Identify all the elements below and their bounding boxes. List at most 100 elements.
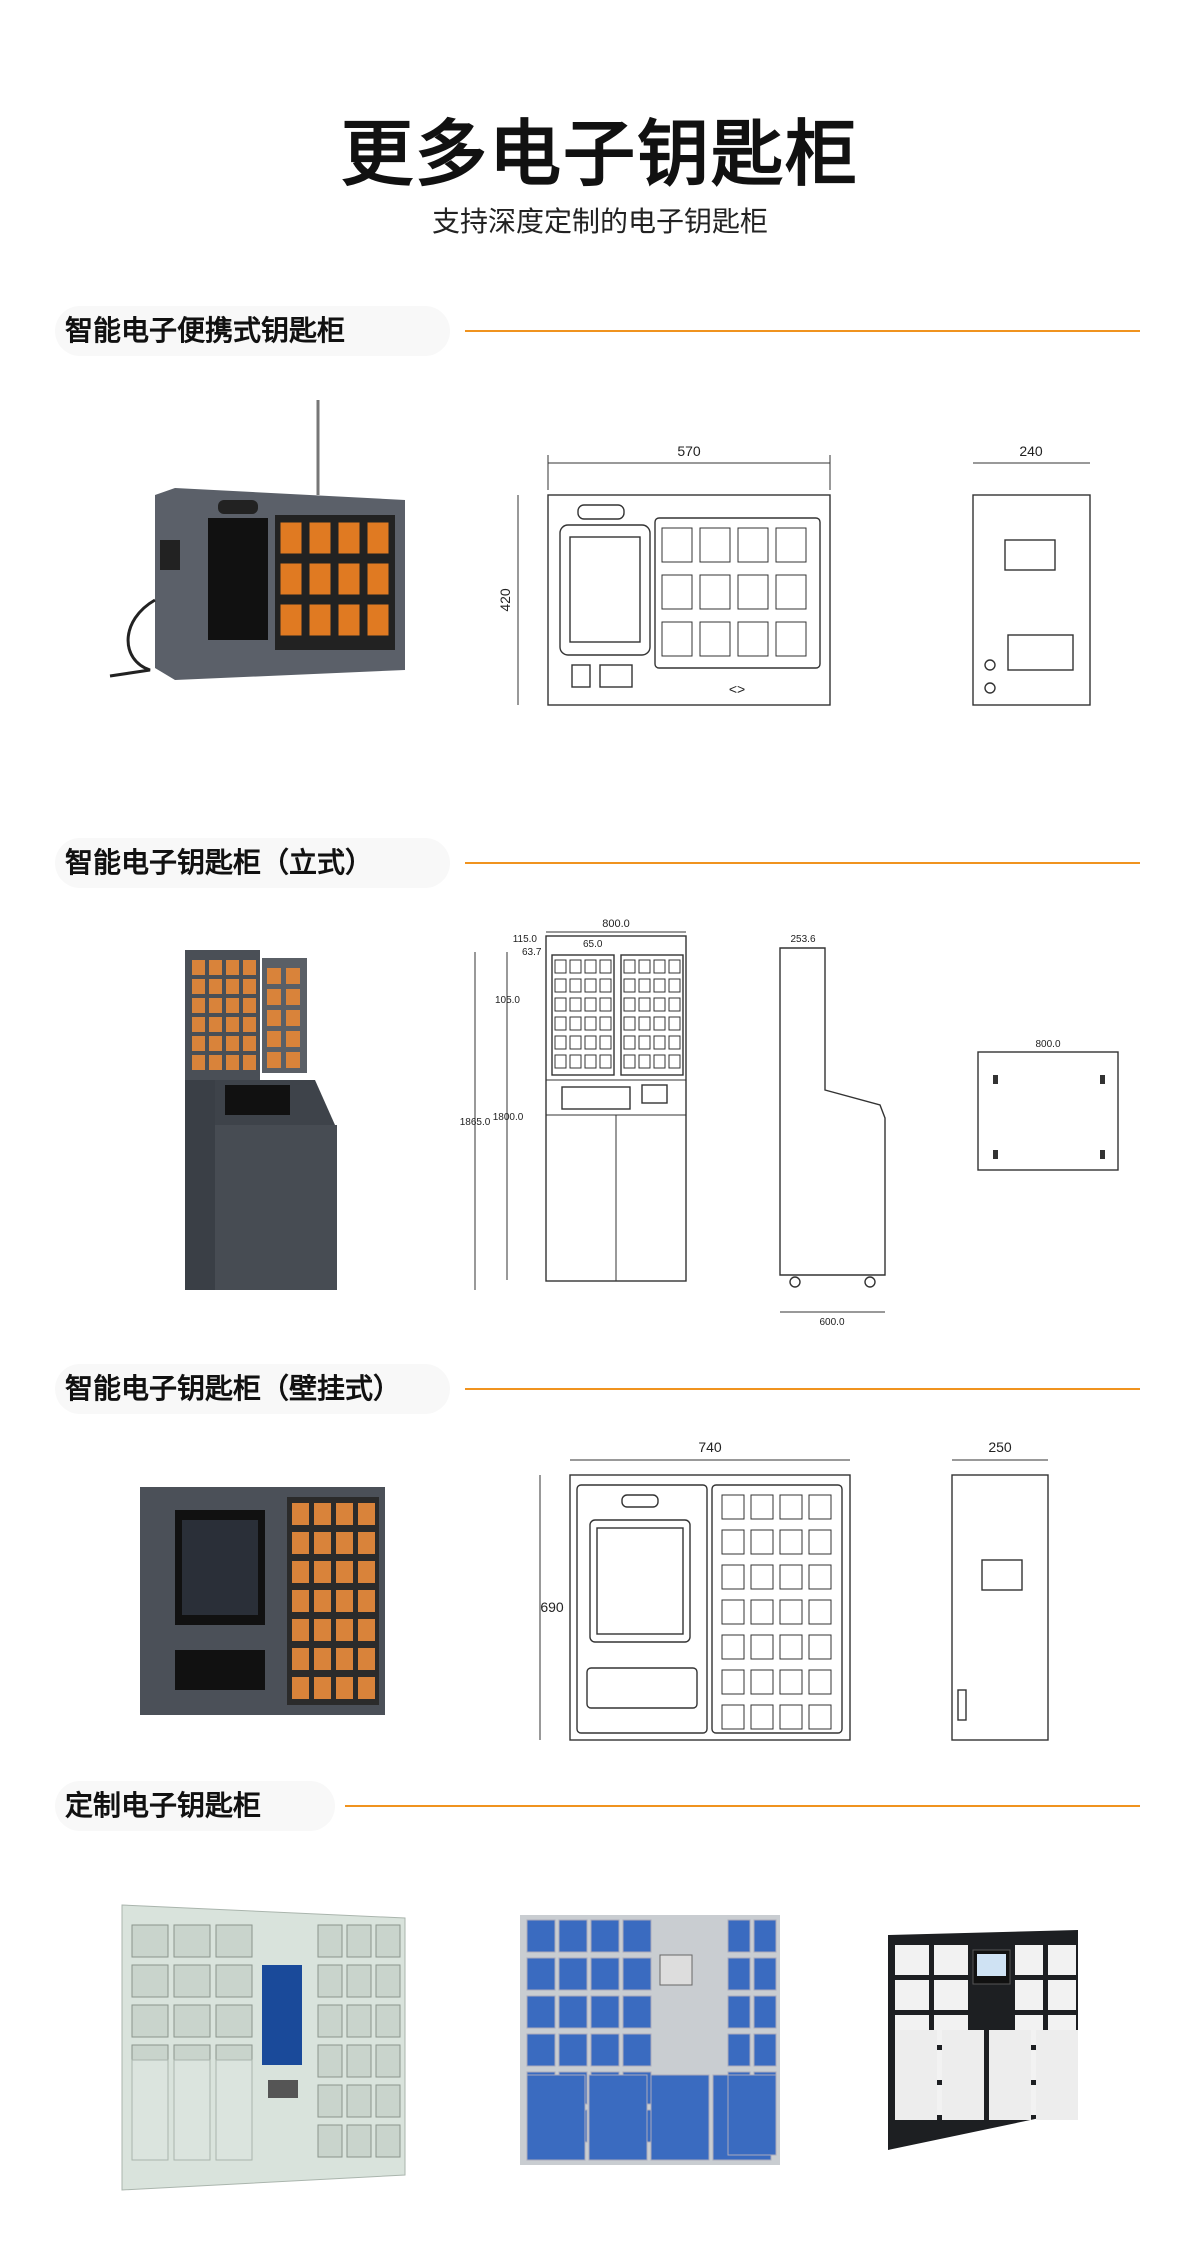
cell: [314, 1677, 331, 1699]
cell: [1015, 1945, 1043, 1975]
cell: [279, 562, 303, 596]
cell: [753, 1919, 777, 1953]
cell: [314, 1619, 331, 1641]
cell: [209, 1036, 222, 1051]
cell: [622, 1957, 652, 1991]
cell: [808, 1704, 832, 1730]
section-divider: [465, 1388, 1140, 1390]
cell: [336, 1503, 353, 1525]
cell: [569, 1035, 582, 1050]
cell: [526, 2033, 556, 2067]
custom-cabinet-photo-black: [888, 1930, 1078, 2150]
dim-slot-width: 115.0: [513, 934, 538, 945]
cell: [569, 978, 582, 993]
portable-front-drawing: 570 420 <>: [497, 443, 831, 706]
cell: [599, 1035, 612, 1050]
cell: [226, 979, 239, 994]
cell: [721, 1634, 745, 1660]
cell: [215, 1924, 253, 1958]
cell: [727, 1919, 751, 1953]
dim-height: 690: [540, 1599, 564, 1615]
cell: [775, 527, 807, 563]
cell: [599, 997, 612, 1012]
cell: [243, 979, 256, 994]
cell: [279, 521, 303, 555]
cell: [192, 1055, 205, 1070]
dim-top-width: 800.0: [1035, 1039, 1060, 1050]
cell: [808, 1564, 832, 1590]
cell: [375, 1924, 401, 1958]
cell: [314, 1561, 331, 1583]
cell: [623, 959, 636, 974]
cell: [209, 1055, 222, 1070]
cell: [279, 603, 303, 637]
cell: [779, 1564, 803, 1590]
cell: [721, 1704, 745, 1730]
cell: [131, 1924, 169, 1958]
cell: [192, 1017, 205, 1032]
cell: [584, 1054, 597, 1069]
dim-width: 800.0: [602, 918, 630, 930]
cell: [243, 960, 256, 975]
cell: [192, 1036, 205, 1051]
dim-slot-height: 63.7: [522, 947, 542, 958]
cell: [267, 968, 281, 984]
cell: [226, 960, 239, 975]
cell: [727, 2074, 777, 2156]
cell: [336, 1532, 353, 1554]
cell: [375, 2084, 401, 2118]
cell: [314, 1590, 331, 1612]
cell: [358, 1590, 375, 1612]
cell: [336, 1677, 353, 1699]
cell: [267, 989, 281, 1005]
dim-depth: 240: [1019, 443, 1043, 459]
cell: [375, 1964, 401, 1998]
cell: [336, 1619, 353, 1641]
cell: [526, 1957, 556, 1991]
cell: [727, 1957, 751, 1991]
cell: [661, 574, 693, 610]
cell: [308, 521, 332, 555]
cell: [779, 1634, 803, 1660]
dim-gap: 65.0: [583, 939, 603, 950]
portable-side-drawing: 240: [972, 443, 1091, 706]
cell: [775, 621, 807, 657]
cell: [653, 1035, 666, 1050]
cell: [753, 2033, 777, 2067]
cell: [226, 1055, 239, 1070]
cell: [653, 959, 666, 974]
cell: [989, 2030, 1031, 2120]
section-divider: [465, 862, 1140, 864]
cell: [209, 998, 222, 1013]
cell: [358, 1619, 375, 1641]
cell: [668, 1016, 681, 1031]
custom-cabinet-photo-green: [121, 1904, 406, 2191]
cell: [623, 997, 636, 1012]
cell: [526, 1995, 556, 2029]
cell: [737, 527, 769, 563]
cell: [721, 1599, 745, 1625]
cell: [942, 2030, 984, 2120]
section-header-wall: 智能电子钥匙柜（壁挂式）: [55, 1364, 450, 1414]
cell: [173, 2004, 211, 2038]
cell: [599, 959, 612, 974]
cell: [131, 2004, 169, 2038]
cell: [308, 562, 332, 596]
cell: [308, 603, 332, 637]
cell: [337, 562, 361, 596]
cell: [558, 1995, 588, 2029]
cell: [358, 1561, 375, 1583]
cell: [366, 521, 390, 555]
cell: [554, 1035, 567, 1050]
cell: [292, 1648, 309, 1670]
cell: [366, 562, 390, 596]
cell: [292, 1590, 309, 1612]
cell: [1048, 1980, 1076, 2010]
cell: [526, 2074, 586, 2161]
cell: [173, 1924, 211, 1958]
cell: [750, 1494, 774, 1520]
cell: [336, 1648, 353, 1670]
cell: [346, 1964, 372, 1998]
cell: [558, 1919, 588, 1953]
cell: [653, 1016, 666, 1031]
